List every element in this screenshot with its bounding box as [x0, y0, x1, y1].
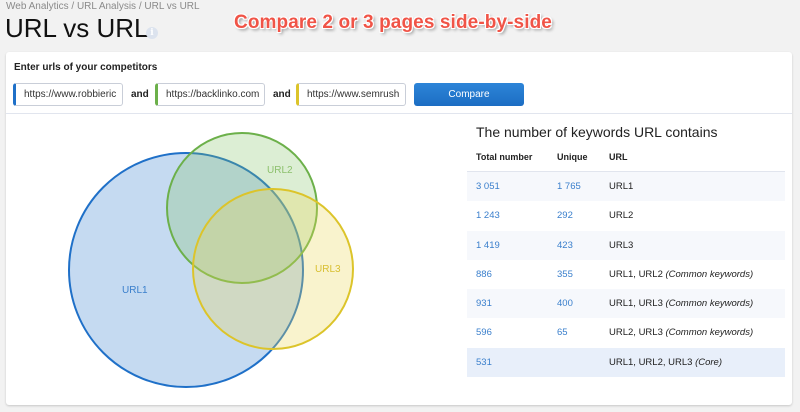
- url-note: (Common keywords): [665, 327, 754, 339]
- url-cell: URL3: [609, 240, 633, 251]
- url-note: (Common keywords): [665, 298, 754, 310]
- url-text: URL1, URL2, URL3: [609, 356, 693, 368]
- url-note: (Common keywords): [665, 268, 754, 280]
- venn-label-url3: URL3: [315, 264, 341, 275]
- table-row: 1 243 292 URL2: [467, 201, 785, 230]
- url-text: URL1, URL3: [609, 298, 663, 310]
- unique-link[interactable]: 292: [557, 210, 573, 222]
- unique-link[interactable]: 355: [557, 268, 573, 280]
- unique-link[interactable]: 400: [557, 298, 573, 310]
- venn-circle-url3[interactable]: [192, 188, 354, 350]
- url-text: URL2: [609, 210, 634, 222]
- total-link[interactable]: 931: [476, 298, 492, 310]
- total-link[interactable]: 531: [476, 356, 492, 368]
- total-link[interactable]: 3 051: [476, 181, 500, 192]
- table-title: The number of keywords URL contains: [476, 124, 718, 140]
- url-text: URL2, URL3: [609, 327, 663, 339]
- column-header-total[interactable]: Total number: [476, 152, 533, 162]
- url-text: URL3: [609, 239, 634, 251]
- table-row: 596 65 URL2, URL3 (Common keywords): [467, 318, 785, 347]
- unique-link[interactable]: 1 765: [557, 181, 581, 192]
- url-cell: URL1: [609, 181, 633, 192]
- url2-input[interactable]: [155, 83, 265, 106]
- url-note: (Core): [695, 356, 722, 368]
- total-link[interactable]: 1 243: [476, 210, 500, 222]
- table-row: 3 051 1 765 URL1: [467, 172, 785, 202]
- total-link[interactable]: 886: [476, 268, 492, 280]
- url-cell: URL1, URL2, URL3 (Core): [609, 357, 722, 368]
- column-header-url: URL: [609, 152, 628, 162]
- total-link[interactable]: 596: [476, 327, 492, 339]
- competitor-form: Enter urls of your competitors and and C…: [6, 52, 792, 114]
- table-row-core: 531 URL1, URL2, URL3 (Core): [467, 347, 785, 378]
- column-header-unique[interactable]: Unique: [557, 152, 588, 162]
- url-cell: URL1, URL3 (Common keywords): [609, 298, 753, 309]
- info-icon[interactable]: i: [146, 27, 158, 39]
- promo-banner: Compare 2 or 3 pages side-by-side: [234, 12, 552, 33]
- total-link[interactable]: 1 419: [476, 239, 500, 251]
- url-cell: URL2: [609, 210, 633, 221]
- url-compare-card: Enter urls of your competitors and and C…: [6, 52, 792, 405]
- keywords-table: Total number Unique URL 3 051 1 765 URL1…: [467, 145, 785, 378]
- unique-link[interactable]: 65: [557, 327, 568, 339]
- unique-link[interactable]: 423: [557, 239, 573, 251]
- url-text: URL1, URL2: [609, 268, 663, 280]
- breadcrumb: Web Analytics / URL Analysis / URL vs UR…: [6, 1, 200, 12]
- page-title: URL vs URL: [5, 13, 149, 43]
- url-text: URL1: [609, 181, 634, 192]
- table-row: 1 419 423 URL3: [467, 230, 785, 260]
- venn-circle-url2[interactable]: [166, 132, 318, 284]
- url1-input[interactable]: [13, 83, 123, 106]
- url-cell: URL2, URL3 (Common keywords): [609, 327, 753, 338]
- url-cell: URL1, URL2 (Common keywords): [609, 269, 753, 280]
- table-header: Total number Unique URL: [467, 145, 785, 172]
- url3-input[interactable]: [296, 83, 406, 106]
- table-row: 931 400 URL1, URL3 (Common keywords): [467, 289, 785, 319]
- venn-diagram: URL1 URL2 URL3: [68, 132, 354, 388]
- venn-label-url1: URL1: [122, 285, 148, 296]
- table-row: 886 355 URL1, URL2 (Common keywords): [467, 260, 785, 289]
- compare-button[interactable]: Compare: [414, 83, 524, 106]
- and-label: and: [131, 89, 149, 100]
- venn-label-url2: URL2: [267, 165, 293, 176]
- form-label: Enter urls of your competitors: [14, 62, 158, 73]
- venn-circle-url1[interactable]: [68, 152, 304, 388]
- and-label: and: [273, 89, 291, 100]
